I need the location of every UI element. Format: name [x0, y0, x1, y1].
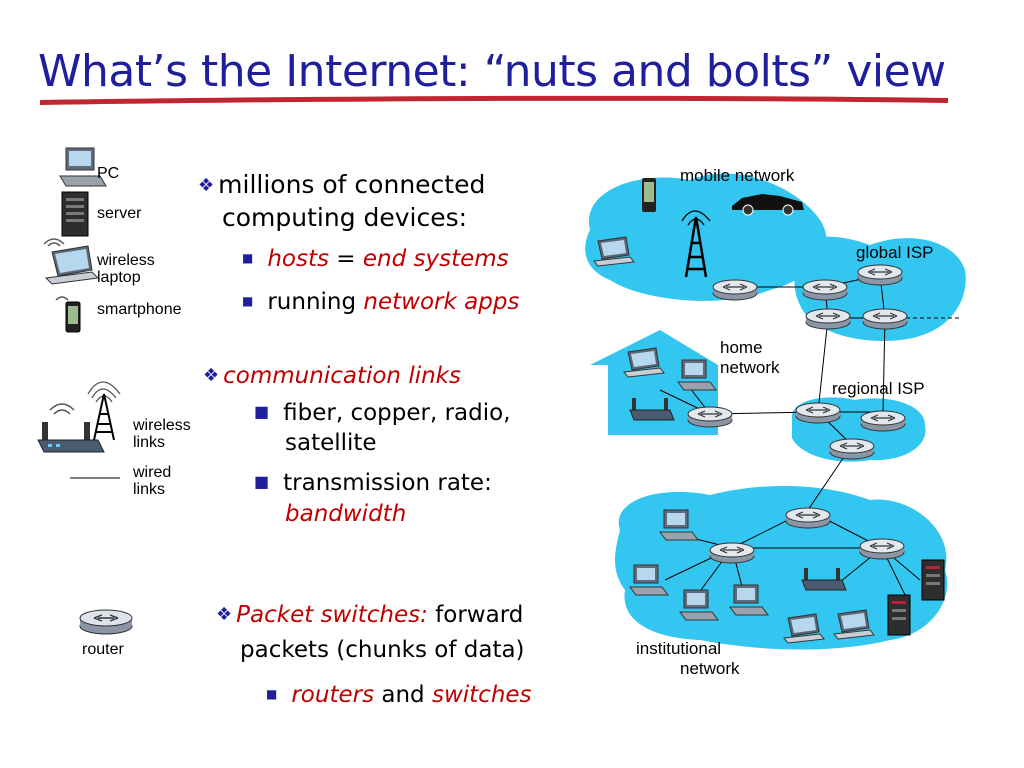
cell-tower-icon: [681, 210, 711, 278]
regional-isp-label: regional ISP: [832, 379, 925, 398]
home-network-label-1: home: [720, 338, 763, 357]
global-isp-label: global ISP: [856, 243, 934, 262]
institutional-network-label-2: network: [680, 659, 740, 678]
bullet-devices-line2: computing devices:: [222, 203, 468, 232]
server-icon: [61, 191, 89, 237]
title-underline: [40, 95, 948, 105]
square-bullet-icon: ■: [242, 251, 254, 265]
sub-bullet-media-line2: satellite: [285, 430, 377, 456]
router-icon: [860, 410, 906, 432]
legend-pc-label: PC: [97, 165, 120, 182]
router-icon: [709, 542, 755, 564]
sub-bullet-bandwidth: bandwidth: [285, 501, 407, 527]
square-bullet-icon: ■: [254, 472, 270, 491]
wireless-router-icon: [801, 568, 847, 591]
diamond-bullet-icon: ❖: [216, 604, 233, 625]
sub-bullet-routers: ■routers and switches: [266, 682, 532, 708]
router-icon: [687, 406, 733, 428]
institutional-network-label-1: institutional: [636, 639, 722, 658]
router-icon: [857, 264, 903, 286]
router-icon: [862, 308, 908, 330]
square-bullet-icon: ■: [266, 687, 278, 701]
legend-wireless-laptop-label-1: wireless: [97, 252, 155, 269]
legend-wireless-laptop-label-2: laptop: [97, 269, 141, 286]
mobile-network-label: mobile network: [680, 166, 795, 185]
smartphone-icon: [55, 296, 81, 333]
router-icon: [829, 438, 875, 460]
diamond-bullet-icon: ❖: [203, 365, 220, 386]
bullet-links: ❖communication links: [203, 363, 461, 389]
car-icon: [732, 194, 804, 216]
legend-smartphone-label: smartphone: [97, 301, 182, 318]
router-icon: [859, 538, 905, 560]
router-icon: [802, 279, 848, 301]
legend-wired-links-label-2: links: [133, 481, 166, 498]
sub-bullet-apps: ■running network apps: [242, 289, 520, 315]
square-bullet-icon: ■: [254, 402, 270, 421]
home-network-house: [590, 330, 718, 435]
bullet-devices-line1: millions of connected: [218, 170, 486, 199]
legend-wireless-links-label-2: links: [133, 434, 166, 451]
sub-bullet-rate: ■transmission rate:: [254, 470, 492, 496]
slide-title: What’s the Internet: “nuts and bolts” vi…: [38, 46, 946, 97]
router-icon: [785, 507, 831, 529]
sub-bullet-media: ■fiber, copper, radio,: [254, 400, 511, 426]
sub-bullet-hosts: ■hosts = end systems: [242, 246, 509, 272]
smartphone-icon: [642, 178, 656, 212]
bullet-packet-switches-line2: packets (chunks of data): [240, 637, 525, 663]
cell-tower-icon: [87, 381, 121, 441]
server-icon: [921, 559, 945, 601]
router-icon: [795, 402, 841, 424]
square-bullet-icon: ■: [242, 294, 254, 308]
institutional-network-cloud: [615, 485, 948, 650]
legend-router-label: router: [82, 641, 124, 658]
network-diagram: [585, 173, 966, 650]
pc-icon: [59, 147, 107, 187]
router-icon: [712, 279, 758, 301]
laptop-icon: [43, 238, 100, 285]
router-icon: [79, 609, 133, 635]
wireless-router-icon: [629, 398, 675, 421]
router-icon: [805, 308, 851, 330]
legend-wired-links-label-1: wired: [133, 464, 172, 481]
legend-server-label: server: [97, 205, 142, 222]
server-icon: [887, 594, 911, 636]
home-network-label-2: network: [720, 358, 780, 377]
wireless-router-icon: [37, 403, 105, 453]
legend-wireless-links-label-1: wireless: [133, 417, 191, 434]
legend-icons: [37, 147, 133, 635]
bullet-packet-switches: ❖Packet switches: forward: [216, 602, 524, 628]
diamond-bullet-icon: ❖: [198, 175, 215, 196]
bullet-devices: ❖millions of connected: [198, 168, 485, 202]
